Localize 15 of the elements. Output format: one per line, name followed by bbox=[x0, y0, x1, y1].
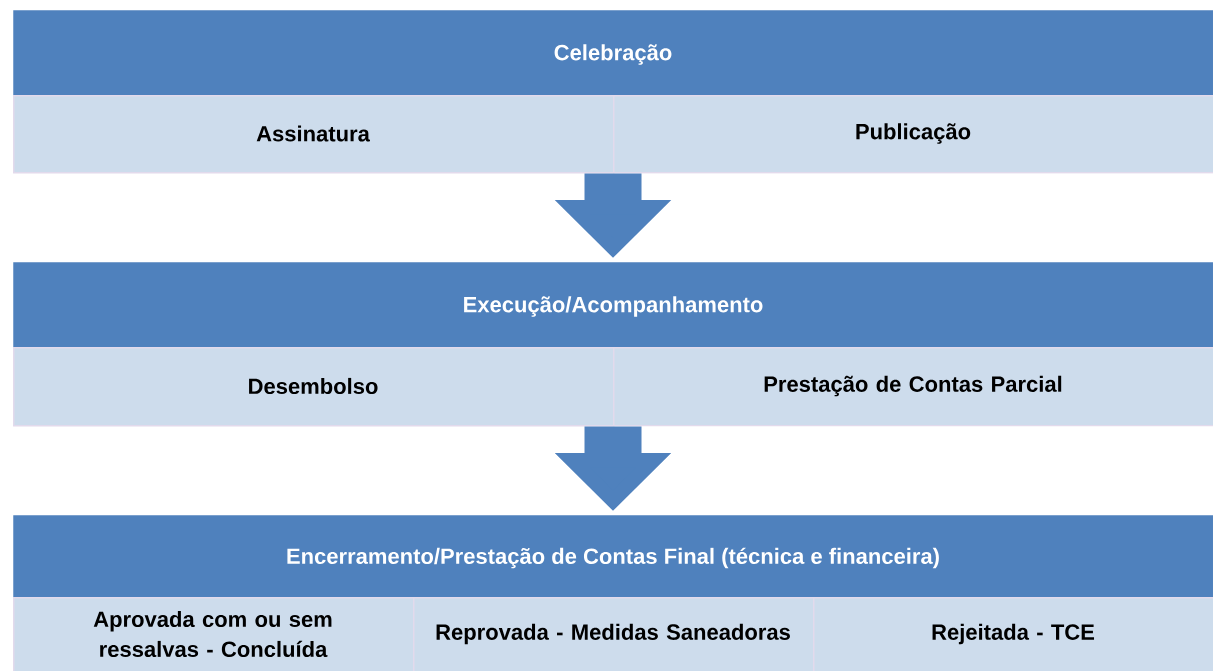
stage-cell: Reprovada - Medidas Saneadoras bbox=[413, 597, 815, 671]
node-label: Rejeitada - TCE bbox=[932, 623, 1095, 645]
node-label: Reprovada - Medidas Saneadoras bbox=[436, 623, 790, 645]
stage-band: Celebração bbox=[13, 10, 1213, 96]
stage-cell: Prestação de Contas Parcial bbox=[613, 347, 1213, 427]
stage-band: Execução/Acompanhamento bbox=[13, 262, 1213, 348]
node-label: Aprovada com ou sem ressalvas - Concluída bbox=[93, 610, 332, 658]
node-label: Publicação bbox=[856, 123, 971, 144]
stage-cell: Publicação bbox=[613, 95, 1213, 174]
stage-cell: Desembolso bbox=[13, 347, 615, 427]
stage-cell: Aprovada com ou sem ressalvas - Concluída bbox=[13, 597, 415, 671]
stage-cell: Rejeitada - TCE bbox=[813, 597, 1213, 671]
node-label: Prestação de Contas Parcial bbox=[764, 375, 1062, 397]
stage-band: Encerramento/Prestação de Contas Final (técnica e financeira) bbox=[13, 515, 1213, 598]
stage-cell: Assinatura bbox=[13, 95, 615, 174]
